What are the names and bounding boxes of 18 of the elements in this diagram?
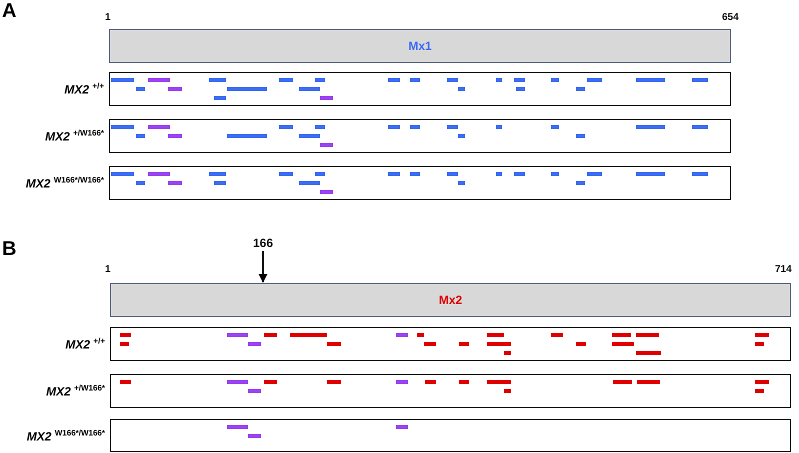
protein-name: Mx2 (438, 293, 462, 307)
position-number: 714 (775, 264, 792, 275)
position-number: 654 (722, 12, 739, 23)
genotype-label: MX2 $^{+/+}$ (64, 82, 104, 96)
protein-name: Mx1 (408, 39, 432, 53)
protein-bar (109, 29, 731, 63)
genotype-label: MX2 $^{+/W166*}$ (45, 128, 104, 144)
position-number: 1 (105, 264, 111, 275)
position-number: 166 (252, 236, 274, 250)
arrow (258, 251, 268, 283)
panel-letter: A (2, 0, 16, 23)
genotype-label: MX2 $^{+/+}$ (65, 336, 105, 352)
genotype-label: MX2 $^{+/W166*}$ (46, 384, 105, 398)
panel-letter: B (2, 238, 16, 261)
genotype-label: MX2 $^{W166*/W166*}$ (26, 176, 104, 190)
genotype-label: MX2 $^{W166*/W166*}$ (26, 428, 105, 443)
position-number: 1 (105, 12, 111, 23)
protein-bar (110, 283, 791, 317)
